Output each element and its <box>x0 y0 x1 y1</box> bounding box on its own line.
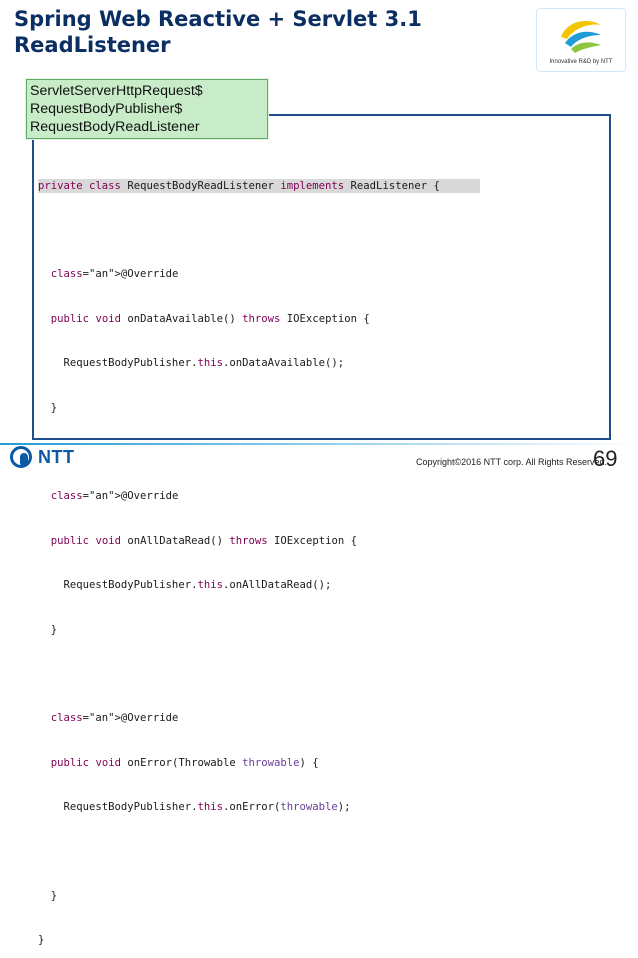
ntt-logo: NTT <box>10 446 80 472</box>
code-line: class="an">@Override <box>50 712 179 725</box>
logo-tagline: Innovative R&D by NTT <box>549 59 613 65</box>
innovative-rd-logo-icon <box>561 21 601 53</box>
code-line: RequestBodyPublisher.this.onAllDataRead(… <box>38 579 332 592</box>
code-line: RequestBodyPublisher.this.onError(throwa… <box>38 801 351 814</box>
ntt-logo-icon <box>10 446 32 468</box>
code-line: private class RequestBodyReadListener im… <box>38 178 480 194</box>
code-line: class="an">@Override <box>50 490 179 503</box>
code-listing: private class RequestBodyReadListener im… <box>34 149 480 958</box>
innovative-rd-logo: Innovative R&D by NTT <box>536 8 626 72</box>
title-line-2: ReadListener <box>14 33 171 57</box>
callout-line-2: RequestBodyPublisher$ <box>30 101 183 117</box>
code-line: class="an">@Override <box>50 268 179 281</box>
callout-line-1: ServletServerHttpRequest$ <box>30 83 203 99</box>
title-line-1: Spring Web Reactive + Servlet 3.1 <box>14 7 422 31</box>
code-panel: private class RequestBodyReadListener im… <box>32 114 611 946</box>
code-line: } <box>38 623 58 636</box>
code-line: RequestBodyPublisher.this.onDataAvailabl… <box>38 357 345 370</box>
page-number: 69 <box>593 446 618 471</box>
ntt-logo-text: NTT <box>38 447 75 467</box>
slide-title: Spring Web Reactive + Servlet 3.1 ReadLi… <box>14 6 494 58</box>
footer-divider <box>0 443 638 445</box>
callout-line-3: RequestBodyReadListener <box>30 119 200 135</box>
copyright-notice: Copyright©2016 NTT corp. All Rights Rese… <box>416 457 608 467</box>
code-line <box>38 844 480 859</box>
code-line: } <box>38 401 58 414</box>
code-line: } <box>38 934 45 947</box>
code-line: } <box>38 889 58 902</box>
code-line: public void onAllDataRead() throws IOExc… <box>50 534 357 547</box>
code-line: public void onDataAvailable() throws IOE… <box>50 312 370 325</box>
code-line <box>38 667 480 682</box>
code-line: public void onError(Throwable throwable)… <box>50 756 319 769</box>
class-name-callout: ServletServerHttpRequest$ RequestBodyPub… <box>26 79 268 139</box>
code-line <box>38 223 480 238</box>
